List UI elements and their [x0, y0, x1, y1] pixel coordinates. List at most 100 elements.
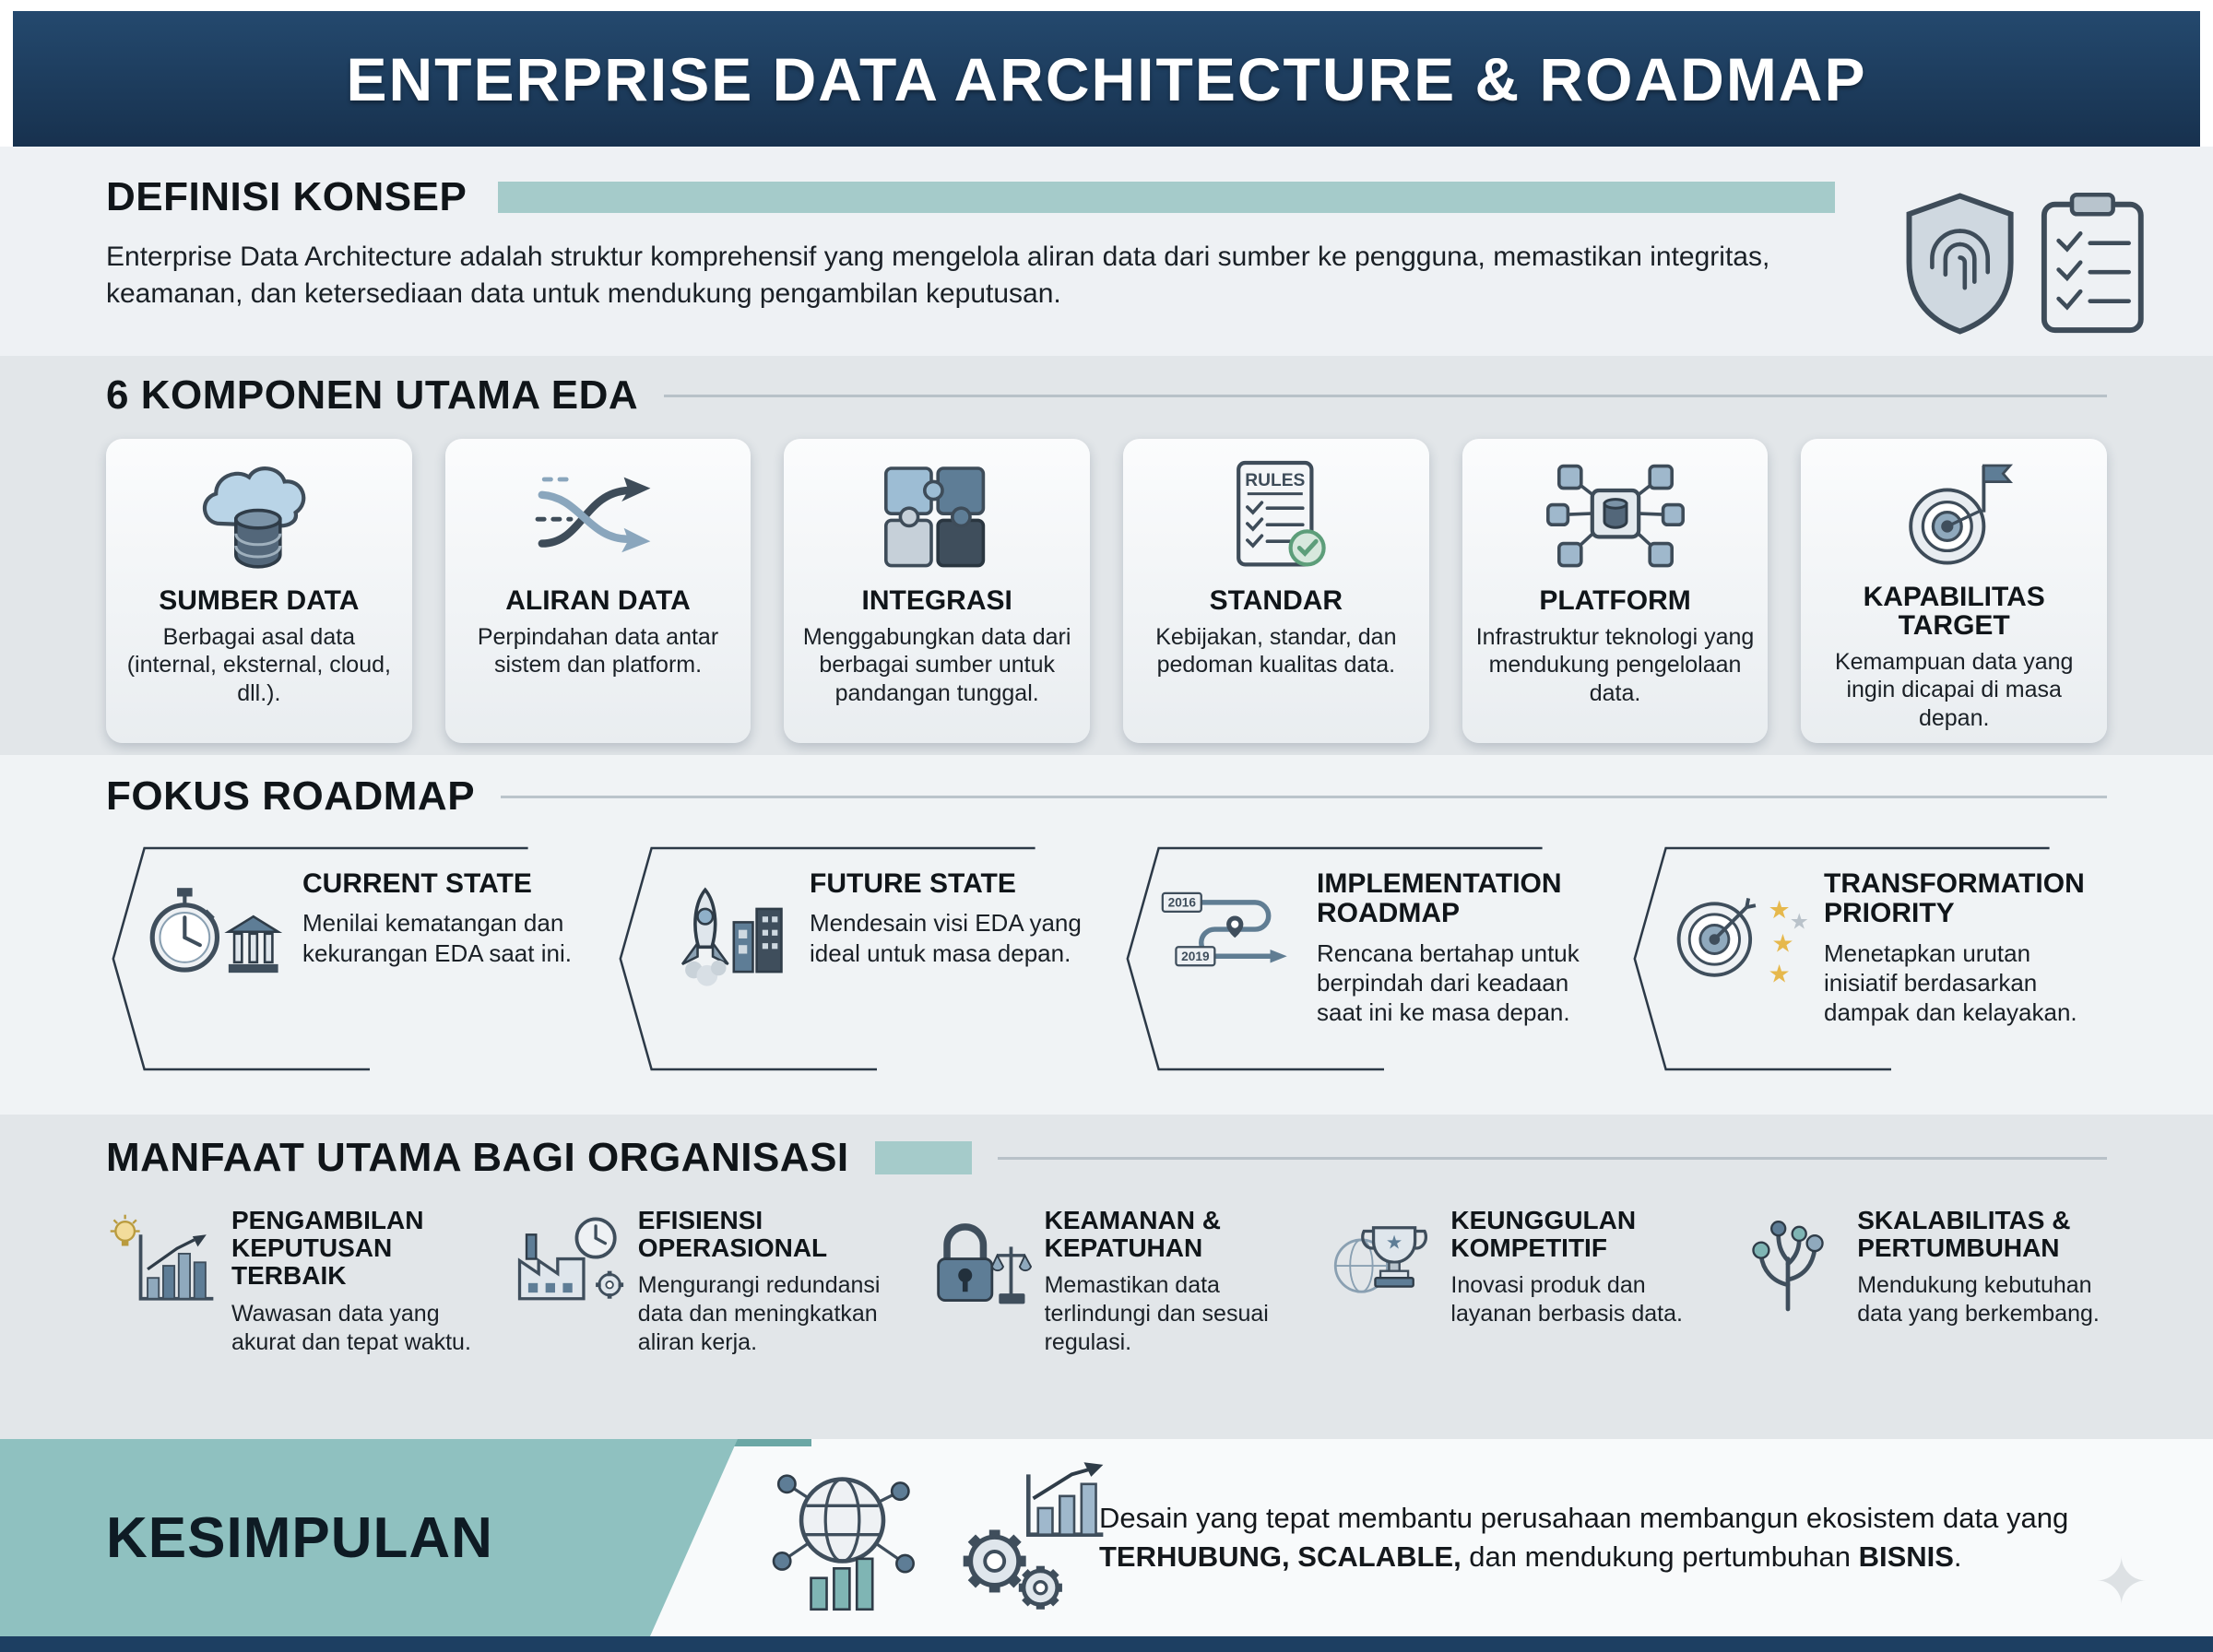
roadmap-item-desc: Mendesain visi EDA yang ideal untuk masa…	[810, 909, 1082, 967]
insight-chart-icon	[106, 1210, 219, 1357]
benefit-desc: Memastikan data terlindungi dan sesuai r…	[1044, 1272, 1269, 1356]
padlock-scale-icon	[919, 1210, 1032, 1357]
roadmap-item-title: IMPLEMENTATION ROADMAP	[1317, 868, 1562, 929]
roadmap-text: CURRENT STATE Menilai kematangan dan kek…	[302, 868, 578, 968]
component-card-integrasi: INTEGRASI Menggabungkan data dari berbag…	[784, 439, 1091, 743]
gears-chart-icon	[949, 1457, 1118, 1619]
definisi-body: Enterprise Data Architecture adalah stru…	[106, 242, 1770, 309]
kesimpulan-text-segment: dan mendukung pertumbuhan	[1461, 1540, 1859, 1573]
shield-fingerprint-icon	[1899, 190, 2020, 342]
roadmap-item-current-state: CURRENT STATE Menilai kematangan dan kek…	[106, 844, 586, 1074]
svg-text:★: ★	[1769, 895, 1791, 924]
roadmap-item-desc: Rencana bertahap untuk berpindah dari ke…	[1317, 938, 1580, 1027]
title-accent-chip	[874, 1141, 972, 1174]
kesimpulan-title: KESIMPULAN	[106, 1505, 493, 1570]
card-title: ALIRAN DATA	[505, 585, 691, 616]
roadmap-text: IMPLEMENTATION ROADMAP Rencana bertahap …	[1317, 868, 1592, 1027]
clipboard-checklist-icon	[2037, 190, 2148, 342]
year-tag: 2019	[1181, 950, 1210, 963]
roadmap-item-title: FUTURE STATE	[810, 868, 1016, 899]
roadmap-item-future-state: FUTURE STATE Mendesain visi EDA yang ide…	[613, 844, 1093, 1074]
card-desc: Perpindahan data antar sistem dan platfo…	[477, 623, 719, 678]
benefit-desc: Mendukung kebutuhan data yang berkembang…	[1857, 1272, 2100, 1328]
kesimpulan-bold: SCALABLE,	[1297, 1540, 1462, 1573]
roadmap-text: FUTURE STATE Mendesain visi EDA yang ide…	[810, 868, 1085, 968]
card-title: INTEGRASI	[861, 585, 1012, 616]
card-desc: Kemampuan data yang ingin dicapai di mas…	[1834, 648, 2074, 731]
benefit-efisiensi: EFISIENSI OPERASIONAL Mengurangi redunda…	[513, 1206, 888, 1357]
definisi-title: DEFINISI KONSEP	[106, 174, 467, 219]
roadmap-items: CURRENT STATE Menilai kematangan dan kek…	[106, 844, 2107, 1074]
kesimpulan-icons	[758, 1452, 1118, 1623]
globe-network-icon	[758, 1457, 927, 1619]
priority-target-icon: ★ ★ ★ ★	[1668, 882, 1811, 994]
divider-line	[501, 795, 2107, 798]
growth-tree-icon	[1732, 1210, 1844, 1357]
svg-text:★: ★	[1771, 929, 1793, 958]
kesimpulan-section: KESIMPULAN	[0, 1439, 2213, 1636]
benefit-skalabilitas: SKALABILITAS & PERTUMBUHAN Mendukung keb…	[1732, 1206, 2107, 1357]
kesimpulan-bold: BISNIS	[1858, 1540, 1954, 1573]
kesimpulan-banner: KESIMPULAN	[0, 1439, 738, 1636]
roadmap-item-title: TRANSFORMATION PRIORITY	[1824, 868, 2085, 929]
timeline-icon: 2016 2019	[1161, 882, 1304, 987]
roadmap-item-title: CURRENT STATE	[302, 868, 532, 899]
kesimpulan-text-segment: Desain yang tepat membantu perusahaan me…	[1099, 1501, 2069, 1534]
kesimpulan-text-segment: .	[1953, 1540, 1962, 1573]
komponen-cards: SUMBER DATA Berbagai asal data (internal…	[106, 439, 2108, 743]
data-flow-icon	[527, 454, 670, 583]
rules-document-icon: RULES	[1210, 454, 1343, 583]
kesimpulan-text-segment	[1290, 1540, 1298, 1573]
card-title: KAPABILITAS TARGET	[1863, 581, 2045, 641]
komponen-section: 6 KOMPONEN UTAMA EDA SUMBER DATA Berbaga…	[0, 356, 2213, 755]
benefit-keunggulan: ★ KEUNGGULAN KOMPETITIF Inovasi produk d…	[1325, 1206, 1700, 1357]
title-accent-bar	[498, 182, 1835, 213]
card-title: STANDAR	[1209, 585, 1343, 616]
benefit-desc: Wawasan data yang akurat dan tepat waktu…	[231, 1300, 471, 1355]
benefit-keamanan: KEAMANAN & KEPATUHAN Memastikan data ter…	[919, 1206, 1295, 1357]
year-tag: 2016	[1168, 895, 1197, 909]
factory-clock-icon	[513, 1210, 625, 1357]
kesimpulan-text: Desain yang tepat membantu perusahaan me…	[1099, 1499, 2093, 1576]
roadmap-section: FOKUS ROADMAP	[0, 755, 2213, 1115]
component-card-aliran-data: ALIRAN DATA Perpindahan data antar siste…	[444, 439, 751, 743]
card-desc: Infrastruktur teknologi yang mendukung p…	[1475, 623, 1755, 706]
component-card-sumber-data: SUMBER DATA Berbagai asal data (internal…	[106, 439, 412, 743]
card-desc: Kebijakan, standar, dan pedoman kualitas…	[1155, 623, 1397, 678]
svg-text:★: ★	[1769, 960, 1791, 988]
manfaat-section: MANFAAT UTAMA BAGI ORGANISASI	[0, 1115, 2213, 1439]
benefit-title: KEUNGGULAN KOMPETITIF	[1450, 1206, 1637, 1263]
svg-text:★: ★	[1386, 1232, 1403, 1253]
roadmap-item-transformation-priority: ★ ★ ★ ★ TRANSFORMATION PRIORITY Menetapk…	[1627, 844, 2107, 1074]
component-card-standar: RULES STANDAR Kebijakan, standar, dan pe…	[1123, 439, 1429, 743]
roadmap-text: TRANSFORMATION PRIORITY Menetapkan uruta…	[1824, 868, 2100, 1027]
komponen-title: 6 KOMPONEN UTAMA EDA	[106, 372, 639, 418]
database-cloud-icon	[187, 454, 331, 583]
roadmap-item-desc: Menilai kematangan dan kekurangan EDA sa…	[302, 909, 572, 967]
benefit-title: PENGAMBILAN KEPUTUSAN TERBAIK	[231, 1206, 424, 1291]
card-title: SUMBER DATA	[159, 585, 360, 616]
watermark-star-icon: ✦	[2094, 1546, 2148, 1618]
benefit-title: SKALABILITAS & PERTUMBUHAN	[1857, 1206, 2071, 1263]
benefit-title: EFISIENSI OPERASIONAL	[637, 1206, 828, 1263]
card-title: PLATFORM	[1539, 585, 1691, 616]
page-title: ENTERPRISE DATA ARCHITECTURE & ROADMAP	[346, 44, 1867, 113]
benefit-items: PENGAMBILAN KEPUTUSAN TERBAIK Wawasan da…	[106, 1206, 2107, 1357]
roadmap-title: FOKUS ROADMAP	[106, 773, 476, 819]
definisi-content: DEFINISI KONSEP Enterprise Data Architec…	[106, 169, 1872, 356]
rocket-icon	[654, 882, 797, 1001]
header-banner: ENTERPRISE DATA ARCHITECTURE & ROADMAP	[13, 11, 2200, 147]
benefit-title: KEAMANAN & KEPATUHAN	[1044, 1206, 1221, 1263]
trophy-globe-icon: ★	[1325, 1210, 1438, 1357]
component-card-platform: PLATFORM Infrastruktur teknologi yang me…	[1462, 439, 1769, 743]
definisi-section: DEFINISI KONSEP Enterprise Data Architec…	[0, 147, 2213, 356]
component-card-kapabilitas-target: KAPABILITAS TARGET Kemampuan data yang i…	[1801, 439, 2108, 743]
benefit-desc: Inovasi produk dan layanan berbasis data…	[1450, 1272, 1683, 1328]
kesimpulan-bold: TERHUBUNG,	[1099, 1540, 1290, 1573]
roadmap-item-implementation-roadmap: 2016 2019 IMPLEMENTATION ROADMAP Rencana…	[1120, 844, 1600, 1074]
platform-network-icon	[1544, 454, 1687, 583]
stopwatch-icon	[147, 882, 290, 1001]
definisi-icons	[1872, 169, 2148, 356]
card-desc: Berbagai asal data (internal, eksternal,…	[126, 623, 391, 706]
